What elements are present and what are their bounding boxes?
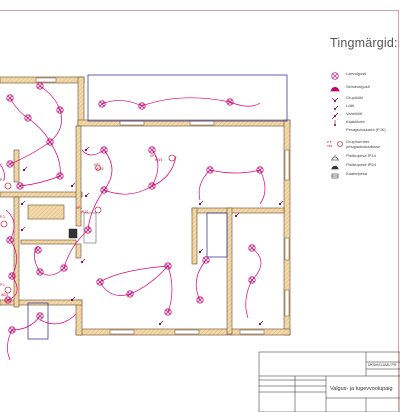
svg-text:W3/2: W3/2 (81, 210, 89, 214)
two-way-switch-icon (331, 112, 339, 120)
ceiling-light-icon (331, 72, 339, 80)
legend-label: Kaabelpesa (346, 171, 368, 176)
legend-label: Laevalgusti (346, 71, 367, 76)
switch-icon (334, 105, 339, 110)
legend-label: Seinavalgusti (346, 84, 370, 89)
svg-text:XP1: XP1 (150, 154, 156, 158)
svg-text:XP1: XP1 (94, 163, 100, 167)
switchboard-icon (331, 173, 339, 179)
wardrobe-outline (206, 212, 228, 258)
legend-label: Grupilüliti (346, 95, 363, 100)
legend-label: Grupinumber pesajaotuskarbisse (346, 139, 381, 149)
group-labels: XP1 W3/1 XP1 W3/2 P 3 P 2 P 1 W1/1 XP1 W… (0, 154, 176, 297)
svg-text:P 2: P 2 (0, 178, 5, 182)
stove (68, 228, 78, 239)
legend-label: Pesajaotuskarbi (PJK) (346, 127, 386, 132)
group-switch-icon (331, 97, 339, 102)
walls (0, 76, 291, 336)
legend-label: Lüliti (346, 103, 355, 108)
svg-text:W1/1: W1/1 (1, 293, 9, 297)
legend-label: Pistikupesa IP44 (346, 153, 376, 158)
svg-text:P 3: P 3 (0, 215, 5, 219)
ceiling-box-icon (327, 127, 343, 137)
sheet-frame (0, 10, 399, 411)
kitchen-unit (83, 212, 97, 244)
socket-ip54-icon (331, 165, 339, 170)
legend-title: Tingmärgid: (330, 36, 398, 50)
svg-text:W3/3: W3/3 (96, 167, 104, 171)
svg-text:P 5: P 5 (327, 140, 332, 144)
svg-text:XP1: XP1 (76, 206, 82, 210)
legend-label: Pistikupesa IP54 (346, 162, 376, 167)
svg-text:P 1: P 1 (0, 283, 5, 287)
svg-text:W3/1: W3/1 (155, 158, 163, 162)
cable-icon (334, 120, 336, 126)
closet-outline (27, 302, 49, 340)
title-block-frame (258, 351, 400, 412)
project-code: ÜKSIKELAMU PR (368, 363, 397, 367)
svg-text:XP1: XP1 (327, 144, 333, 148)
socket-ip44-icon (331, 155, 339, 161)
wiring (0, 85, 266, 361)
drawing-title: Valgus- ja tugevvoolupaig (330, 386, 393, 392)
terrace-outline (87, 74, 288, 122)
legend-label: Kaablikote (346, 119, 365, 124)
wall-light-icon (330, 87, 340, 92)
legend-label: Vahelüliti (346, 111, 362, 116)
